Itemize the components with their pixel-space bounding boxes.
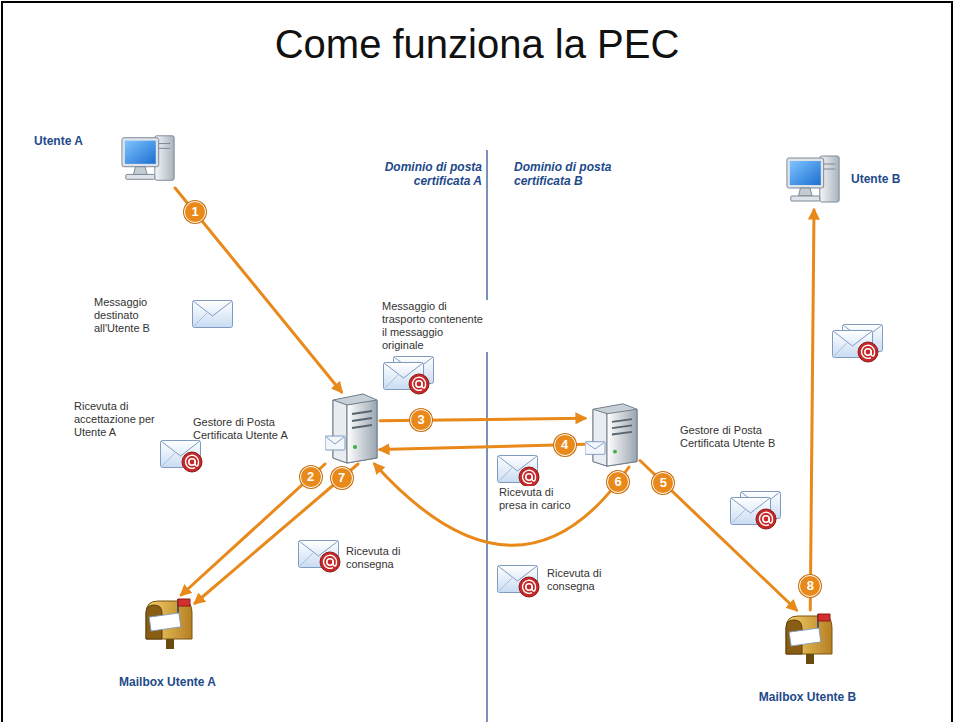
callout-number: 2	[300, 466, 322, 488]
node-label: Gestore di Posta Certificata Utente B	[680, 424, 798, 450]
envelope-caption: Ricevuta di accettazione per Utente A	[72, 400, 164, 439]
envelope-caption: Messaggio di trasporto contenente il mes…	[380, 300, 488, 352]
envelope-icon	[498, 566, 540, 598]
envelope-icon	[299, 541, 341, 573]
flow-arrow	[181, 464, 325, 595]
computer-node: Utente A	[120, 130, 178, 188]
node-label: Utente A	[34, 134, 114, 148]
slide-title: Come funziona la PEC	[0, 22, 954, 67]
node-label: Utente B	[851, 172, 931, 186]
callout-number: 8	[799, 575, 821, 597]
domain-divider	[486, 150, 487, 722]
server-node: Gestore di Posta Certificata Utente A	[325, 392, 380, 464]
domain-label: Dominio di posta certificata B	[512, 160, 634, 188]
callout-number: 7	[331, 467, 353, 489]
envelope-caption: Ricevuta di presa in carico	[497, 486, 583, 512]
callout-number: 6	[607, 471, 629, 493]
mailbox-node: Mailbox Utente B	[780, 610, 835, 665]
node-label: Gestore di Posta Certificata Utente A	[193, 416, 311, 442]
flow-arrow	[640, 461, 797, 611]
flow-arrow	[195, 464, 358, 603]
flow-arrow	[810, 210, 814, 610]
node-label: Mailbox Utente A	[115, 675, 220, 689]
node-label: Mailbox Utente B	[755, 690, 860, 704]
envelope-icon	[833, 325, 883, 363]
envelope-icon	[193, 301, 233, 328]
envelope-icon	[498, 456, 540, 488]
domain-label: Dominio di posta certificata A	[362, 160, 484, 188]
flow-arrow	[375, 464, 630, 545]
server-node: Gestore di Posta Certificata Utente B	[585, 402, 640, 467]
envelope-icon	[161, 441, 203, 473]
envelope-caption: Ricevuta di consegna	[344, 545, 422, 571]
callout-number: 4	[554, 434, 576, 456]
callout-number: 3	[410, 409, 432, 431]
flow-arrow	[175, 188, 341, 392]
envelope-caption: Messaggio destinato all'Utente B	[92, 296, 188, 335]
envelope-caption: Ricevuta di consegna	[545, 567, 623, 593]
envelope-icon	[731, 492, 781, 530]
computer-node: Utente B	[785, 150, 843, 210]
mailbox-node: Mailbox Utente A	[140, 595, 195, 650]
envelope-icon	[384, 357, 434, 395]
